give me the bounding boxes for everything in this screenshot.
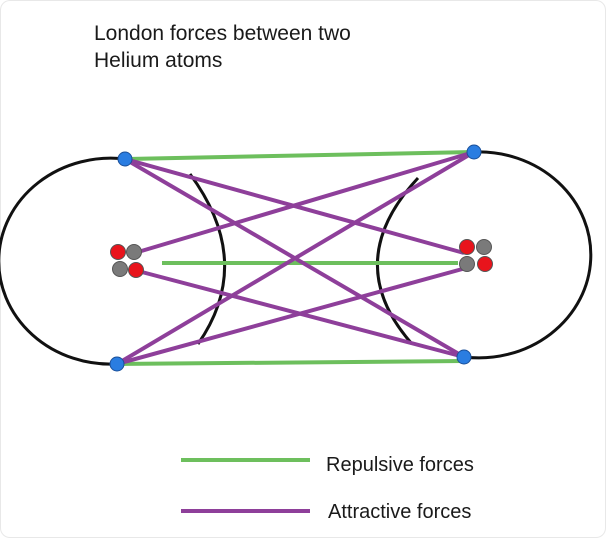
right-neutron-2 [459, 256, 475, 272]
electron-right-bottom [456, 349, 472, 365]
left-nucleus [110, 244, 144, 278]
electrons [109, 144, 482, 372]
repulsive-line-bottom [116, 359, 465, 366]
diagram-title: London forces between two Helium atoms [94, 20, 494, 74]
right-proton-2 [477, 256, 493, 272]
right-neutron-1 [476, 239, 492, 255]
right-nucleus [459, 239, 493, 272]
left-atom-outer-orbit [0, 156, 126, 366]
left-proton-1 [110, 244, 126, 260]
attractive-line-6 [116, 266, 467, 366]
repulsive-force-lines [116, 150, 475, 366]
left-atom [0, 156, 227, 366]
left-atom-inner-arc [188, 173, 227, 345]
legend-repulsive-label: Repulsive forces [326, 454, 474, 476]
right-atom-outer-orbit [463, 150, 593, 360]
attractive-line-3 [137, 150, 475, 254]
electron-left-top [117, 151, 133, 167]
attractive-line-4 [115, 150, 476, 366]
legend: Repulsive forces Attractive forces [181, 454, 474, 523]
title-line-2: Helium atoms [94, 49, 223, 72]
right-proton-1 [459, 239, 475, 255]
electron-right-top [466, 144, 482, 160]
left-proton-2 [128, 262, 144, 278]
legend-attractive-label: Attractive forces [328, 501, 471, 523]
attractive-force-lines [115, 150, 476, 366]
electron-left-bottom [109, 356, 125, 372]
title-line-1: London forces between two [94, 22, 351, 45]
left-neutron-1 [126, 244, 142, 260]
left-neutron-2 [112, 261, 128, 277]
repulsive-line-top [124, 150, 475, 161]
